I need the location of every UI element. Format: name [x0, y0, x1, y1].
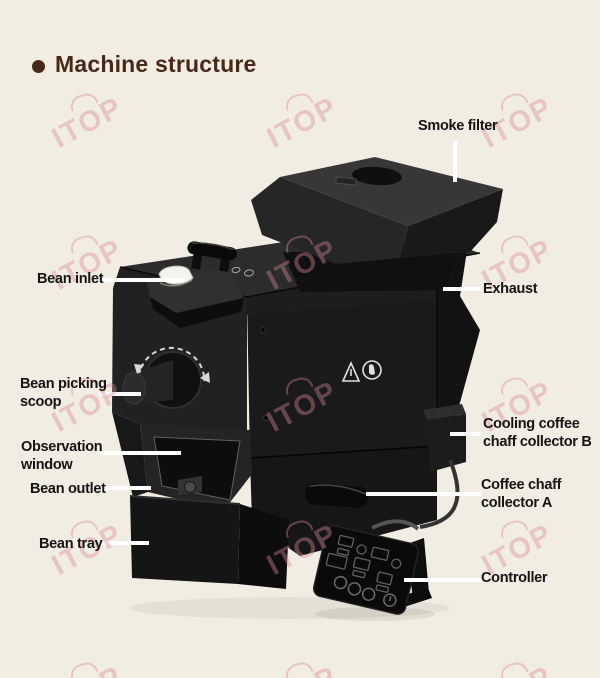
handle-highlight	[192, 242, 234, 251]
page-title: Machine structure	[55, 51, 257, 77]
screw	[263, 415, 269, 421]
display	[376, 571, 393, 586]
display	[370, 546, 390, 561]
controller-knobs	[333, 575, 397, 607]
rotation-arrow-arc	[140, 346, 205, 377]
label-observation-window: Observation window	[21, 439, 103, 474]
display	[337, 534, 355, 548]
label-bean-inlet: Bean inlet	[37, 271, 104, 287]
controller-widgets	[325, 534, 402, 593]
button	[352, 569, 366, 579]
knob	[361, 587, 376, 601]
drawer-handle-highlight	[309, 484, 367, 495]
collector-a-drawer	[249, 445, 438, 556]
label-bean-tray: Bean tray	[39, 536, 103, 552]
label-collector-b: Cooling coffee chaff collector B	[483, 416, 592, 451]
smoke-filter-neck	[283, 250, 455, 292]
label-bean-picking-scoop: Bean picking scoop	[20, 376, 107, 411]
smoke-filter-front-bevel	[251, 177, 408, 264]
warning-triangle-icon	[341, 361, 361, 382]
knob	[347, 582, 362, 596]
knob-cap	[122, 371, 146, 405]
round-button	[391, 558, 402, 569]
bean-tray-lip	[129, 495, 241, 505]
display	[352, 556, 371, 571]
label-collector-a: Coffee chaff collector A	[481, 477, 562, 512]
display	[325, 552, 348, 570]
handle-post	[191, 252, 203, 270]
collector-b-top	[423, 404, 466, 420]
label-controller: Controller	[481, 570, 548, 586]
smoke-filter-top-face	[280, 157, 503, 226]
round-button	[356, 544, 367, 555]
screw	[260, 327, 266, 333]
smoke-filter-badge	[335, 176, 357, 186]
bean-tray-front	[130, 496, 240, 584]
bean-tray-box	[129, 495, 289, 589]
leader-lines	[100, 141, 481, 582]
label-exhaust: Exhaust	[483, 281, 538, 297]
top-print-icon	[244, 269, 254, 277]
no-touch-icon	[362, 360, 382, 380]
bean-scoop-shadow	[159, 279, 193, 287]
arc-arrowhead	[200, 372, 210, 383]
bean-tray-side	[238, 504, 289, 589]
no-touch-glyph	[369, 364, 375, 375]
button	[375, 584, 390, 593]
smoke-filter-right-bevel	[400, 189, 503, 258]
button	[336, 547, 350, 556]
bean-inlet-lip	[150, 297, 244, 328]
arc-arrowhead	[134, 364, 144, 374]
cable-loop	[371, 519, 420, 531]
warning-icons	[341, 360, 382, 382]
collector-b-box	[423, 404, 466, 472]
bean-outlet-knob	[184, 481, 196, 493]
top-print-icon	[231, 266, 241, 274]
drawer-crease	[249, 445, 438, 459]
handle-bar	[187, 241, 237, 261]
label-bean-outlet: Bean outlet	[30, 481, 106, 497]
label-smoke-filter: Smoke filter	[418, 118, 498, 134]
smoke-filter-vent	[352, 166, 402, 186]
smoke-filter-unit	[251, 157, 503, 264]
controller-cable	[419, 459, 460, 529]
power-glyph	[388, 596, 392, 602]
carry-handle	[187, 241, 237, 272]
power-knob	[383, 593, 397, 607]
knob	[333, 575, 348, 590]
title-bullet-icon	[32, 60, 45, 73]
collector-b-front	[427, 414, 466, 472]
